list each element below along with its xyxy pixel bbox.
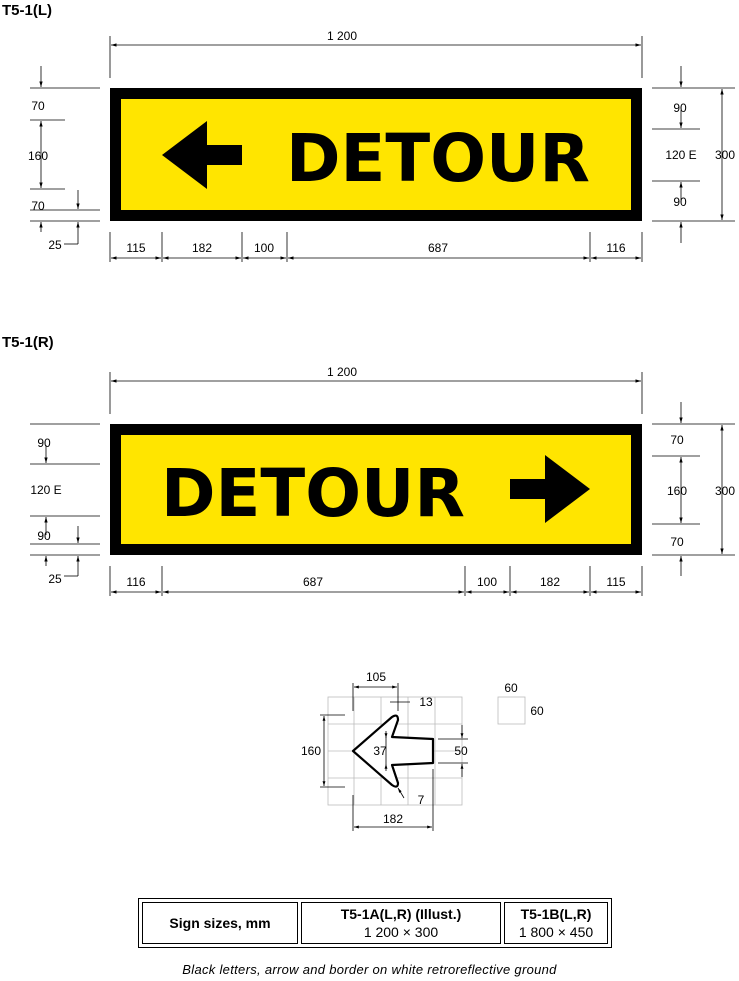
sizes-col1-value: 1 200 × 300 — [363, 924, 439, 940]
dim-bottom-2: 182 — [192, 241, 212, 255]
dim-bottom-4: 182 — [540, 575, 560, 589]
grid-height-label: 60 — [530, 704, 544, 718]
caption: Black letters, arrow and border on white… — [182, 962, 557, 977]
dim-bottom-5: 116 — [606, 241, 625, 255]
dim-bottom-1: 116 — [126, 575, 145, 589]
dim-right-h3: 90 — [673, 195, 687, 209]
dim-arrow-shaft: 50 — [454, 744, 468, 758]
arrow-detail-drawing: 105 13 160 37 50 7 182 60 60 — [301, 670, 544, 831]
sizes-header: Sign sizes, mm — [142, 902, 298, 944]
dim-bottom-2: 687 — [303, 575, 323, 589]
dim-left-h2: 120 E — [30, 483, 61, 497]
dim-right-h1: 70 — [670, 433, 684, 447]
dim-arrow-head-length: 105 — [366, 670, 386, 684]
dim-height: 300 — [715, 148, 735, 162]
arrow-right-icon — [510, 455, 590, 523]
dim-arrow-tip: 13 — [419, 695, 433, 709]
dim-arrow-radius: 7 — [418, 793, 425, 807]
dim-arrow-height: 160 — [301, 744, 321, 758]
arrow-left-icon — [162, 121, 242, 189]
grid-width-label: 60 — [504, 681, 518, 695]
dim-right-h2: 160 — [667, 484, 687, 498]
grid-scale-square — [497, 696, 526, 725]
dim-left-h2: 160 — [28, 149, 48, 163]
sign-word: DETOUR — [161, 455, 465, 532]
dim-left-h1: 90 — [37, 436, 51, 450]
sign-title-left: T5-1(L) — [2, 2, 52, 19]
dim-right-h3: 70 — [670, 535, 684, 549]
dim-arrow-inner: 37 — [373, 744, 387, 758]
dim-bottom-5: 115 — [606, 575, 625, 589]
dim-height: 300 — [715, 484, 735, 498]
sign-right-drawing: 1 200 DETOUR 90 120 E 90 25 70 160 70 30… — [30, 365, 735, 596]
sign-word: DETOUR — [286, 120, 590, 197]
dim-bottom-1: 115 — [126, 241, 145, 255]
dim-bottom-3: 100 — [477, 575, 497, 589]
sizes-col2: T5-1B(L,R) 1 800 × 450 — [504, 902, 608, 944]
dim-left-h1: 70 — [31, 99, 45, 113]
sizes-col1: T5-1A(L,R) (Illust.) 1 200 × 300 — [301, 902, 501, 944]
sizes-col1-title: T5-1A(L,R) (Illust.) — [340, 906, 462, 922]
sign-left-drawing: 1 200 DETOUR 70 160 70 25 90 120 E 90 30… — [28, 29, 735, 262]
dim-total-width: 1 200 — [327, 365, 357, 379]
dim-arrow-width: 182 — [383, 812, 403, 826]
dim-right-h2: 120 E — [665, 148, 696, 162]
dim-border: 25 — [48, 238, 62, 252]
sizes-col2-title: T5-1B(L,R) — [520, 906, 592, 922]
sign-sizes-table: Sign sizes, mm T5-1A(L,R) (Illust.) 1 20… — [138, 898, 612, 948]
dim-left-h3: 70 — [31, 199, 45, 213]
sizes-col2-value: 1 800 × 450 — [518, 924, 594, 940]
dim-total-width: 1 200 — [327, 29, 357, 43]
dim-border: 25 — [48, 572, 62, 586]
arrow-outline-icon — [351, 714, 435, 788]
sign-title-right: T5-1(R) — [2, 334, 54, 351]
dim-right-h1: 90 — [673, 101, 687, 115]
dim-bottom-3: 100 — [254, 241, 274, 255]
dim-bottom-4: 687 — [428, 241, 448, 255]
dim-left-h3: 90 — [37, 529, 51, 543]
